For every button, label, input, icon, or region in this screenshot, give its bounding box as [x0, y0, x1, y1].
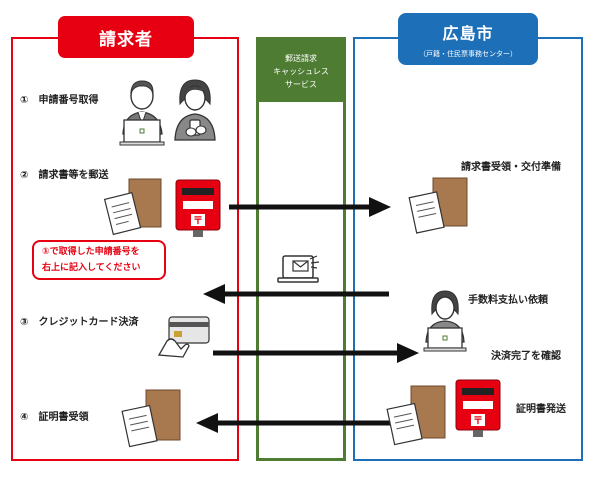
laptop-email-icon — [277, 255, 320, 283]
application-number-note: ①で取得した申請番号を 右上に記入してください — [32, 240, 166, 280]
step-1-label: ① 申請番号取得 — [20, 95, 99, 106]
service-header-line-3: サービス — [285, 79, 317, 89]
postbox-mark-right: 〒 — [473, 415, 483, 427]
city-title: 広島市 — [442, 24, 494, 43]
woman-with-smartphone-icon — [174, 79, 216, 141]
city-step-payment-request: 手数料支払い依頼 — [468, 295, 548, 306]
documents-envelope-icon — [103, 178, 162, 236]
city-step-payment-confirm: 決済完了を確認 — [491, 351, 561, 362]
postbox-icon: 〒 — [175, 179, 221, 237]
service-header-line-1: 郵送請求 — [285, 53, 317, 63]
payment-arrow-right — [213, 343, 419, 363]
received-documents-icon — [408, 177, 468, 234]
staff-with-laptop-icon — [423, 290, 467, 352]
service-header-line-2: キャッシュレス — [273, 66, 329, 76]
man-with-laptop-icon — [119, 80, 165, 146]
note-line-2: 右上に記入してください — [42, 263, 141, 273]
step-2-label: ② 請求書等を郵送 — [20, 170, 109, 181]
payment-request-arrow-left — [203, 284, 389, 304]
postbox-icon-right: 〒 — [455, 379, 501, 437]
mail-arrow-right — [229, 197, 391, 217]
postbox-mark: 〒 — [193, 215, 203, 227]
certificate-documents-icon — [386, 385, 446, 446]
service-panel — [256, 37, 346, 461]
city-subtitle: （戸籍・住民票事務センター） — [419, 50, 517, 58]
step-4-label: ④ 証明書受領 — [20, 412, 89, 423]
step-3-label: ③ クレジットカード決済 — [20, 317, 139, 328]
city-step-send: 証明書発送 — [516, 404, 566, 415]
city-step-receive: 請求書受領・交付準備 — [461, 162, 561, 173]
requester-header: 請求者 — [58, 16, 194, 58]
certificate-received-icon — [121, 389, 181, 448]
city-header: 広島市 （戸籍・住民票事務センター） — [398, 13, 538, 65]
credit-card-hand-icon — [157, 316, 210, 358]
certificate-arrow-left — [196, 413, 390, 433]
service-header: 郵送請求 キャッシュレス サービス — [259, 40, 343, 102]
note-line-1: ①で取得した申請番号を — [42, 247, 140, 257]
